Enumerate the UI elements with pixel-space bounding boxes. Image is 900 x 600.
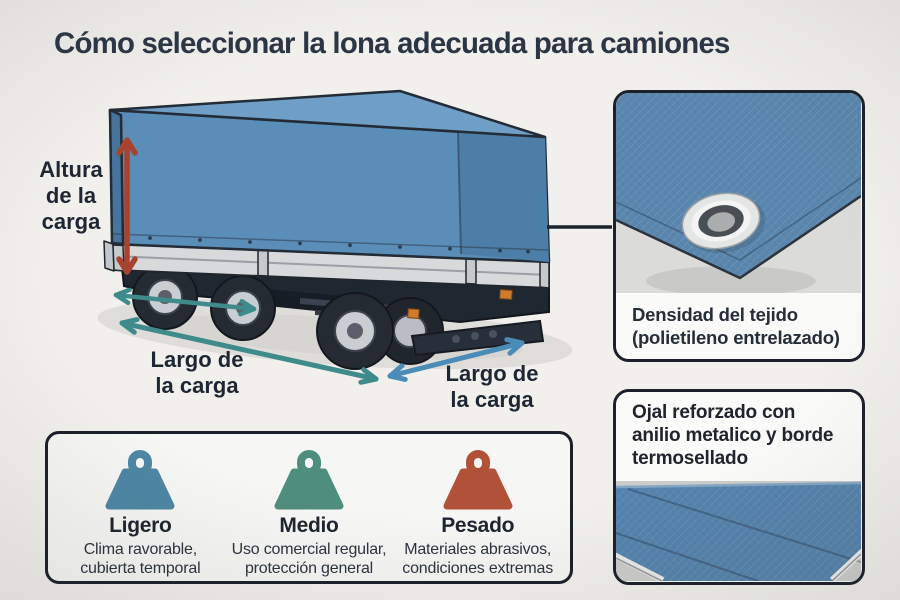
grommet-detail (681, 192, 766, 253)
height-arrow (116, 137, 138, 275)
duty-desc: Uso comercial regular, protección genera… (231, 541, 387, 578)
length-arrow-left (119, 317, 379, 385)
length-label-left: Largo de la carga (150, 347, 244, 398)
duty-item-medio: Medio Uso comercial regular, protección … (225, 434, 394, 578)
tarp-rear-face (458, 131, 549, 262)
panel-fabric-density: Densidad del tejido (polietileno entrela… (613, 90, 865, 362)
duty-desc: Clima ravorable, cubierta temporal (80, 541, 201, 578)
panel-grommet-seal: Ojal reforzado con anilio metalico y bor… (613, 389, 865, 585)
duty-name: Pesado (441, 514, 515, 537)
truck-wheel (316, 292, 394, 370)
length-label-right: Largo de la carga (445, 361, 539, 412)
duty-name: Ligero (109, 514, 172, 537)
length-arrow-right (387, 337, 525, 382)
fabric-photo (616, 93, 861, 293)
duty-level-box: Ligero Clima ravorable, cubierta tempora… (45, 431, 573, 584)
length-arrow-left-short (113, 287, 257, 317)
fabric-caption: Densidad del tejido (polietileno entrela… (616, 293, 861, 358)
weight-icon (443, 450, 513, 510)
tarp-top-face (108, 89, 547, 139)
page-title: Cómo seleccionar la lona adecuada para c… (54, 27, 730, 60)
tarp-rivets (148, 236, 530, 254)
height-label: Altura de la carga (39, 157, 103, 234)
tarp-front-face (108, 108, 125, 246)
duty-item-ligero: Ligero Clima ravorable, cubierta tempora… (56, 434, 225, 578)
grommet-caption: Ojal reforzado con anilio metalico y bor… (616, 392, 861, 481)
truck-rear-bumper (407, 289, 545, 357)
duty-desc: Materiales abrasivos, condiciones extrem… (402, 541, 554, 578)
duty-item-pesado: Pesado Materiales abrasivos, condiciones… (393, 434, 562, 578)
weight-icon (105, 450, 175, 510)
seam-photo (616, 481, 861, 581)
duty-name: Medio (279, 514, 339, 537)
truck-wheel (132, 264, 198, 330)
weight-icon (274, 450, 344, 510)
